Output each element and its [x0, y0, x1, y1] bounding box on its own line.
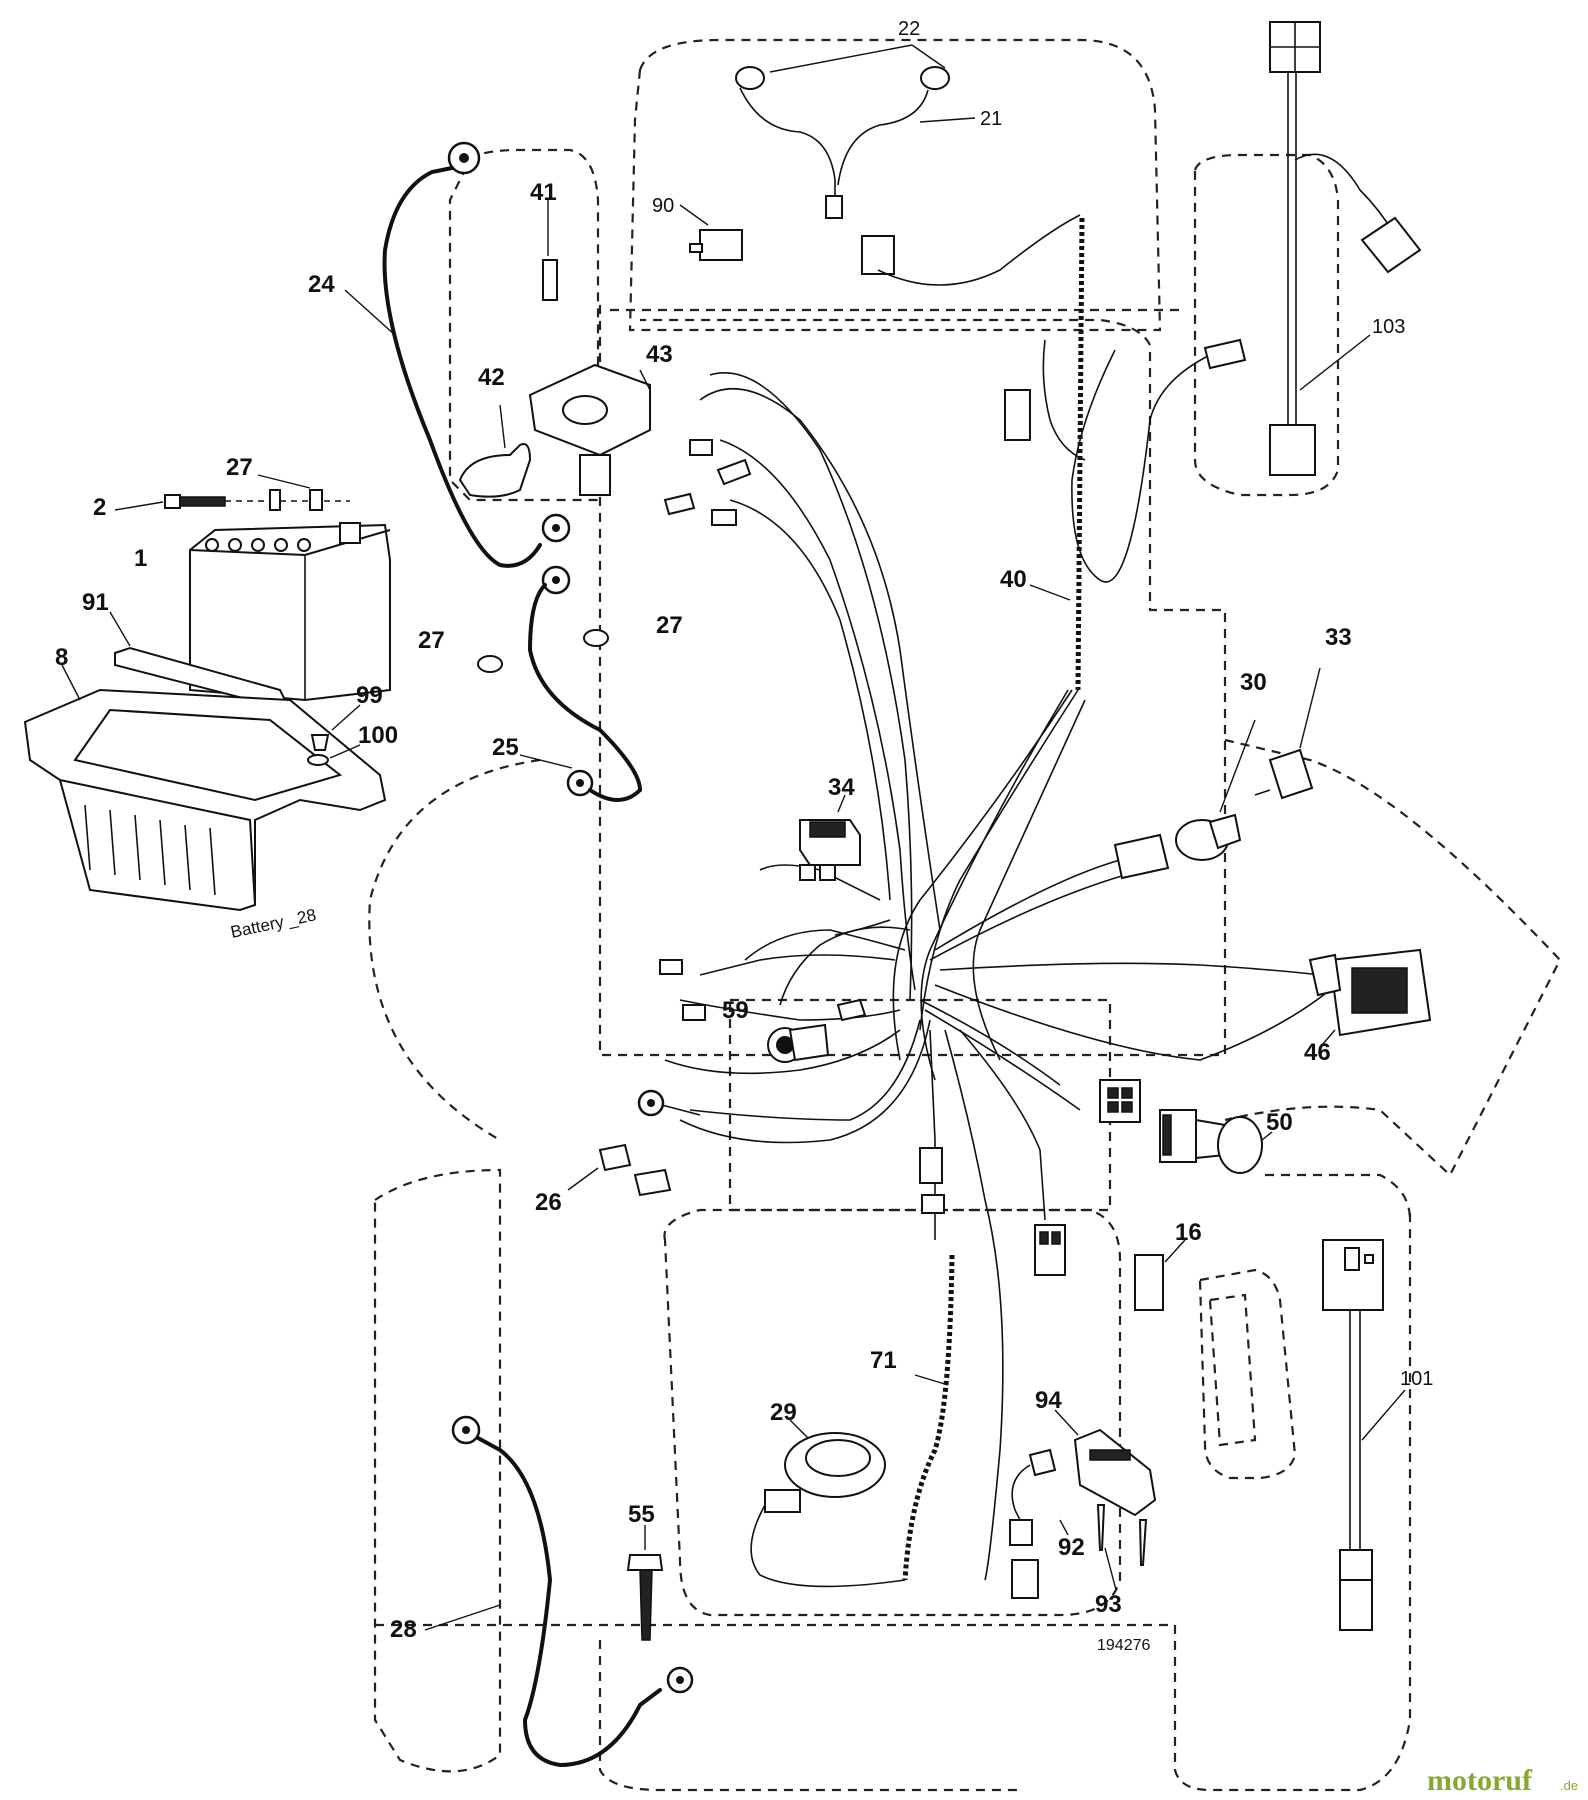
callout-91: 91 [82, 589, 109, 616]
part-16 [1134, 1239, 1186, 1311]
callout-103: 103 [1372, 316, 1405, 338]
callout-92: 92 [1058, 1534, 1085, 1561]
callout-99: 99 [356, 682, 383, 709]
headlight-harness [735, 44, 976, 219]
callout-labels: 1 2 8 16 21 22 24 25 26 27 27 27 28 29 3… [55, 18, 1433, 1643]
blade-terminals [659, 439, 867, 1022]
part-90 [679, 204, 1081, 286]
callout-50: 50 [1266, 1109, 1293, 1136]
rear-lower-outline [375, 1210, 1412, 1792]
drawing-number: 194276 [1097, 1637, 1150, 1654]
callout-2: 2 [93, 494, 106, 521]
callout-27-right: 27 [656, 612, 683, 639]
main-harness-spiral [1029, 217, 1085, 691]
lower-body-outline [598, 1640, 1020, 1792]
part-55-bolt [626, 1554, 664, 1571]
callout-27-top: 27 [226, 454, 253, 481]
harness-wires [664, 339, 1331, 1581]
callout-43: 43 [646, 341, 673, 368]
callout-29: 29 [770, 1399, 797, 1426]
body-outline [368, 38, 1562, 1792]
callout-8: 8 [55, 644, 68, 671]
rear-left-outline [373, 1168, 502, 1773]
part-101 [1322, 1239, 1406, 1631]
ground-cable-28 [424, 1415, 694, 1768]
callout-42: 42 [478, 364, 505, 391]
connector-block [1099, 1079, 1141, 1123]
frame-upper-outline [598, 305, 1227, 1057]
callout-41: 41 [530, 179, 557, 206]
rear-right-outline [1265, 1173, 1412, 1221]
callout-55: 55 [628, 1501, 655, 1528]
callout-34: 34 [828, 774, 855, 801]
battery-body [189, 523, 391, 702]
part-33-key [1254, 667, 1321, 800]
headlight-right [920, 66, 950, 90]
callout-22: 22 [898, 18, 920, 40]
starter-solenoid [458, 200, 651, 802]
part-103 [1269, 21, 1422, 476]
part-94 [1009, 1409, 1157, 1599]
seat-pad [1198, 1268, 1297, 1480]
watermark-suffix: .de [1560, 1778, 1578, 1793]
part-34-switch [799, 794, 861, 866]
callout-28: 28 [390, 1616, 417, 1643]
part-30 [1113, 719, 1256, 880]
part-29 [750, 1419, 906, 1588]
harness-ground-ring [637, 1089, 701, 1117]
watermark-brand: motoruf [1427, 1764, 1533, 1797]
callout-100: 100 [358, 722, 398, 749]
side-fender-right [1224, 738, 1562, 1177]
callout-40: 40 [1000, 566, 1027, 593]
callout-16: 16 [1175, 1219, 1202, 1246]
part-50 [1159, 1109, 1273, 1174]
callout-30: 30 [1240, 669, 1267, 696]
callout-24: 24 [308, 271, 335, 298]
hood-outline [628, 38, 1162, 332]
callout-90: 90 [652, 195, 674, 217]
deck-outline [663, 1208, 1122, 1617]
callout-26: 26 [535, 1189, 562, 1216]
callout-59: 59 [722, 997, 749, 1024]
callout-94: 94 [1035, 1387, 1062, 1414]
callout-33: 33 [1325, 624, 1352, 651]
battery-caption: Battery _28 [229, 905, 318, 942]
rear-spiral-71 [902, 1254, 955, 1581]
part-26-fuse [567, 1143, 672, 1197]
part-2-bolt [164, 494, 181, 509]
right-panel-outline [1193, 153, 1340, 497]
callout-21: 21 [980, 108, 1002, 130]
part-42-boot [458, 443, 532, 498]
callout-27-left: 27 [418, 627, 445, 654]
callout-1: 1 [134, 545, 147, 572]
callout-93: 93 [1095, 1591, 1122, 1618]
right-upper-connectors [1004, 338, 1247, 441]
callout-46: 46 [1304, 1039, 1331, 1066]
lower-connectors [919, 1147, 1066, 1276]
headlight-left [735, 66, 765, 90]
battery-assembly [23, 474, 391, 912]
part-59 [767, 1023, 830, 1063]
part-46 [1308, 948, 1432, 1046]
battery-cable-24 [344, 141, 571, 568]
callout-101: 101 [1400, 1368, 1433, 1390]
headlight-connector [825, 195, 843, 219]
callout-71: 71 [870, 1347, 897, 1374]
callout-25: 25 [492, 734, 519, 761]
left-panel-outline [448, 148, 600, 502]
side-fender-left [368, 758, 541, 1141]
watermark-logo: motoruf .de [1427, 1764, 1578, 1797]
seat-area-outline [728, 998, 1112, 1212]
